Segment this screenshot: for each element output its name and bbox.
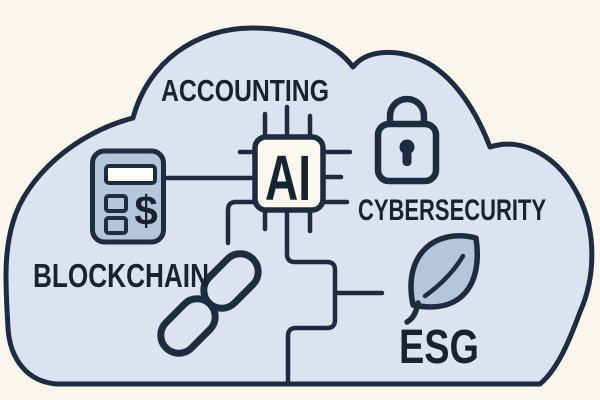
- padlock-keyhole-stem: [402, 150, 412, 166]
- cybersecurity-label: CYBERSECURITY: [358, 194, 546, 227]
- calculator-icon: $: [90, 148, 166, 245]
- leaf-vein: [422, 253, 466, 299]
- calculator-button: [104, 194, 128, 213]
- esg-label: ESG: [399, 321, 479, 374]
- leaf-stem: [404, 300, 421, 325]
- leaf-body: [408, 233, 480, 310]
- trace-chip-left-stub: [225, 199, 259, 246]
- chain-link-lower: [157, 295, 219, 357]
- accounting-label: ACCOUNTING: [161, 73, 329, 108]
- padlock-shackle: [386, 95, 428, 132]
- chip-body: [252, 134, 326, 213]
- ai-chip-icon: AI: [252, 134, 326, 214]
- dollar-sign: $: [134, 187, 157, 234]
- chain-links-icon: [157, 250, 262, 357]
- leaf-icon: [404, 233, 480, 325]
- calculator-screen: [104, 164, 157, 185]
- padlock-icon: [374, 95, 440, 185]
- blockchain-label: BLOCKCHAIN: [33, 257, 209, 294]
- ai-chip-label: AI: [265, 142, 311, 214]
- calculator-button: [104, 216, 128, 235]
- padlock-keyhole: [399, 139, 415, 155]
- circuit-trace-lines: [160, 104, 385, 387]
